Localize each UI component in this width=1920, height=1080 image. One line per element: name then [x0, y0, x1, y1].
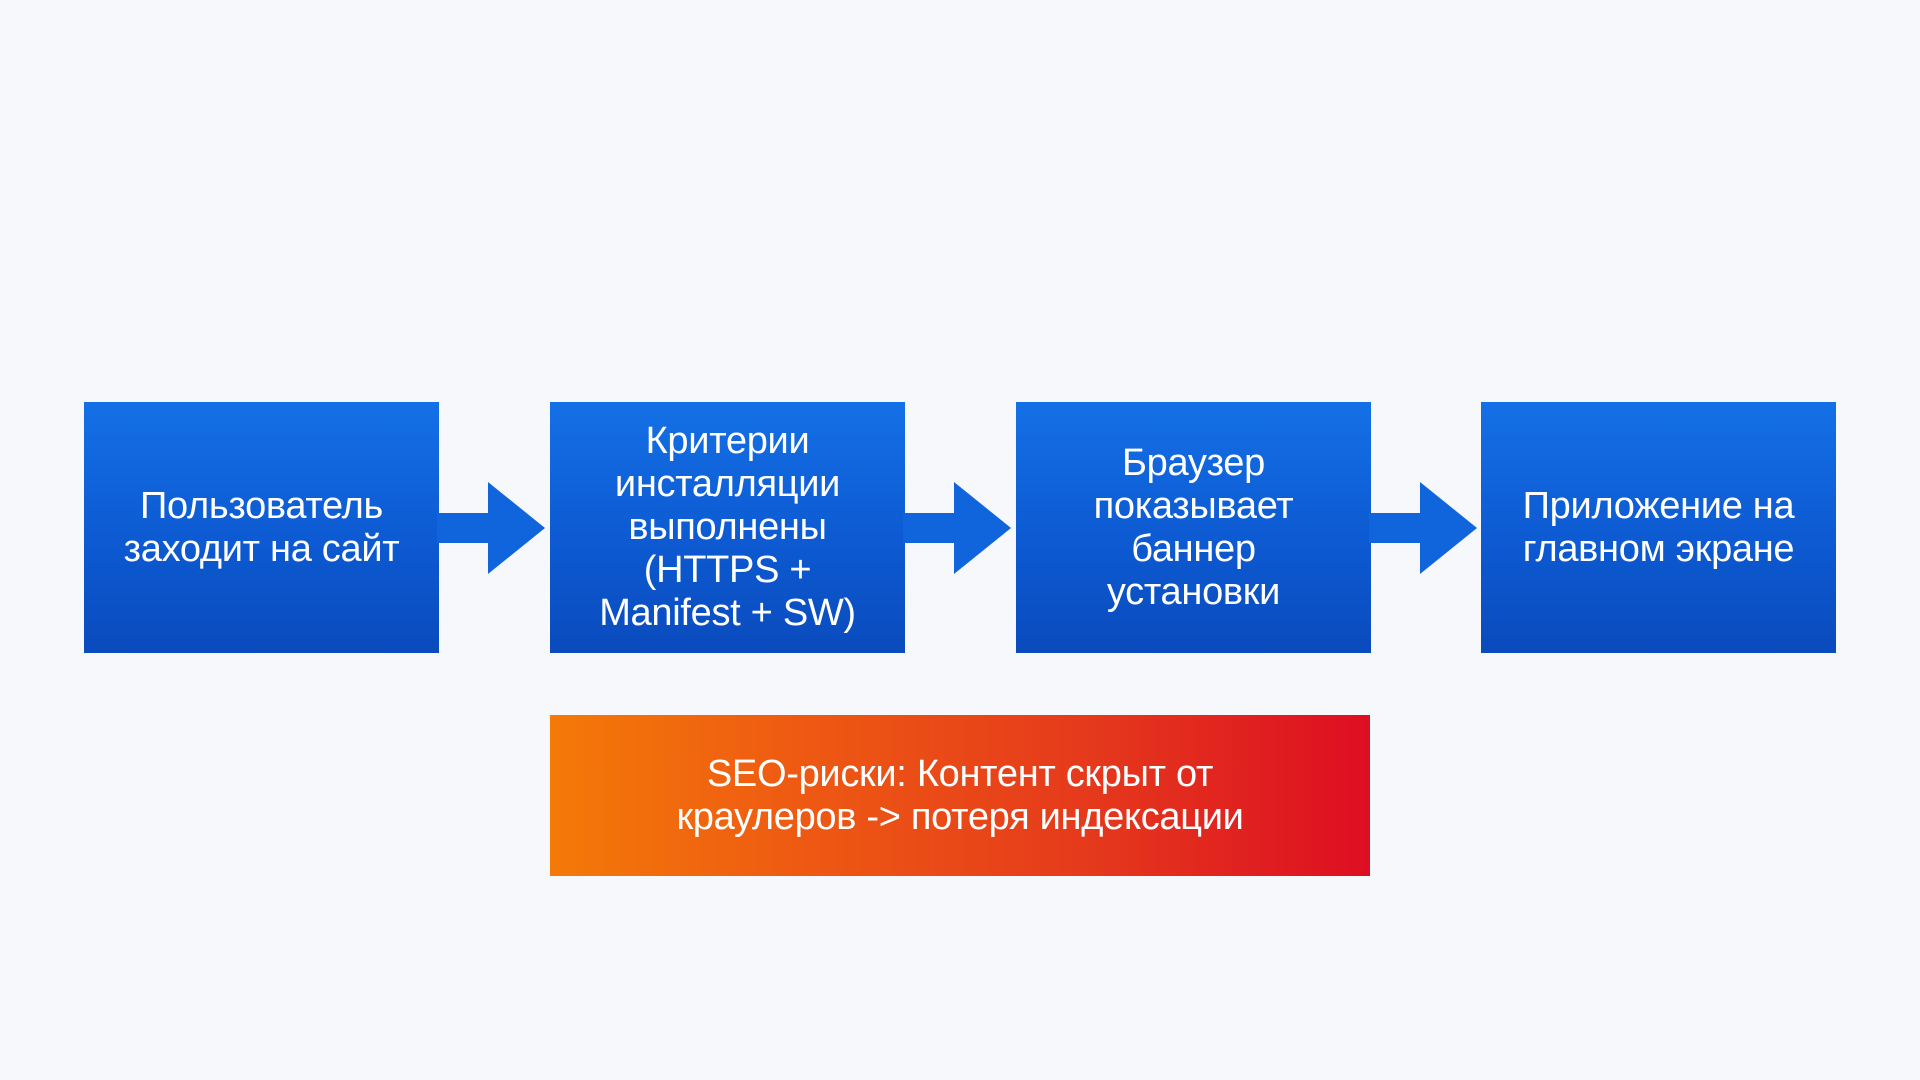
arrow-right-icon — [903, 482, 1011, 574]
seo-risk-box: SEO-риски: Контент скрыт от краулеров ->… — [550, 715, 1370, 876]
step-label: Критерии инсталляции выполнены (HTTPS + … — [599, 420, 856, 634]
arrow-right-icon — [437, 482, 545, 574]
step-label: Пользователь заходит на сайт — [123, 484, 400, 570]
step-app-on-home-screen: Приложение на главном экране — [1481, 402, 1836, 653]
step-user-visits-site: Пользователь заходит на сайт — [84, 402, 439, 653]
seo-risk-label: SEO-риски: Контент скрыт от краулеров ->… — [676, 752, 1244, 838]
step-label: Браузер показывает баннер установки — [1093, 441, 1294, 613]
step-browser-shows-banner: Браузер показывает баннер установки — [1016, 402, 1371, 653]
step-label: Приложение на главном экране — [1522, 484, 1795, 570]
step-install-criteria-met: Критерии инсталляции выполнены (HTTPS + … — [550, 402, 905, 653]
arrow-right-icon — [1369, 482, 1477, 574]
